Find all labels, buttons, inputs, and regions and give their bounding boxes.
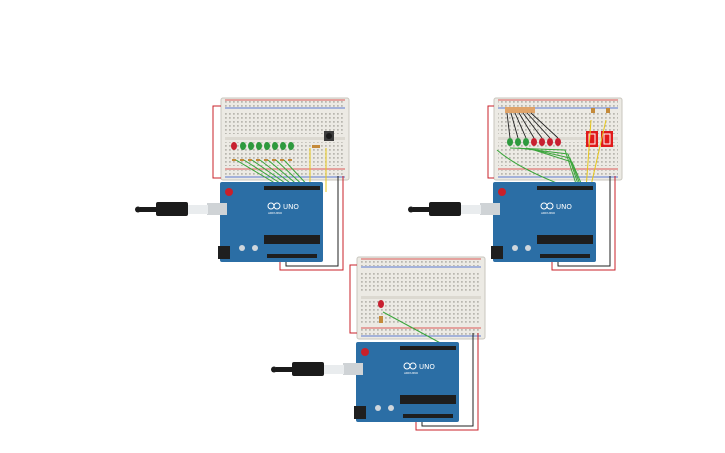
led-green[interactable] bbox=[507, 138, 513, 146]
led-green[interactable] bbox=[240, 142, 246, 150]
led-red[interactable] bbox=[539, 138, 545, 146]
arduino-uno-3[interactable]: UNO ARDUINO bbox=[354, 342, 459, 422]
pushbutton-1[interactable] bbox=[324, 131, 334, 141]
breadboard-3[interactable] bbox=[356, 256, 486, 340]
resistor-button[interactable] bbox=[312, 145, 320, 148]
arduino-uno-2[interactable]: UNO ARDUINO bbox=[491, 182, 596, 262]
resistor-bank[interactable] bbox=[505, 107, 610, 113]
seven-segment-right[interactable] bbox=[601, 131, 613, 147]
led-green[interactable] bbox=[248, 142, 254, 150]
brand-label: ARDUINO bbox=[268, 211, 283, 215]
led-green[interactable] bbox=[515, 138, 521, 146]
arduino-logo bbox=[403, 362, 417, 370]
led-green[interactable] bbox=[523, 138, 529, 146]
brand-label: ARDUINO bbox=[404, 371, 419, 375]
arduino-logo bbox=[540, 202, 554, 210]
arduino-uno-1[interactable]: UNO ARDUINO bbox=[218, 182, 323, 262]
circuit-2[interactable]: UNO ARDUINO bbox=[408, 97, 623, 271]
led-row-1[interactable] bbox=[231, 142, 294, 150]
led-green[interactable] bbox=[280, 142, 286, 150]
usb-cable-1[interactable] bbox=[135, 202, 227, 216]
led-green[interactable] bbox=[256, 142, 262, 150]
led-green[interactable] bbox=[272, 142, 278, 150]
seven-segment-left[interactable] bbox=[586, 131, 598, 147]
uno-label: UNO bbox=[419, 363, 435, 371]
led-red[interactable] bbox=[555, 138, 561, 146]
breadboard-1[interactable] bbox=[220, 97, 350, 181]
usb-cable-2[interactable] bbox=[408, 202, 500, 216]
resistor-3[interactable] bbox=[379, 316, 383, 323]
led-green[interactable] bbox=[288, 142, 294, 150]
led-green[interactable] bbox=[264, 142, 270, 150]
led-red[interactable] bbox=[547, 138, 553, 146]
brand-label: ARDUINO bbox=[541, 211, 556, 215]
led-red[interactable] bbox=[231, 142, 237, 150]
uno-label: UNO bbox=[556, 203, 572, 211]
led-red[interactable] bbox=[531, 138, 537, 146]
led-red[interactable] bbox=[378, 300, 384, 308]
uno-label: UNO bbox=[283, 203, 299, 211]
wires-2-black[interactable] bbox=[506, 112, 559, 139]
circuit-1[interactable]: UNO ARDUINO bbox=[135, 97, 350, 271]
usb-cable-3[interactable] bbox=[271, 362, 363, 376]
led-row-2[interactable] bbox=[507, 138, 561, 146]
arduino-logo bbox=[267, 202, 281, 210]
circuit-3[interactable]: UNO ARDUINO bbox=[271, 256, 486, 431]
